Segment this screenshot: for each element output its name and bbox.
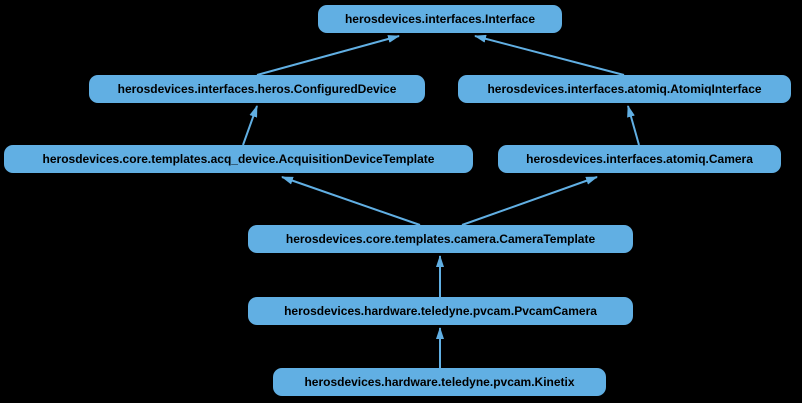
node-acquisition-device-template[interactable]: herosdevices.core.templates.acq_device.A… bbox=[4, 145, 473, 173]
node-atomiq-camera[interactable]: herosdevices.interfaces.atomiq.Camera bbox=[498, 145, 781, 173]
edge-acquisition_device_template-to-configured_device bbox=[242, 105, 258, 146]
node-pvcam-camera[interactable]: herosdevices.hardware.teledyne.pvcam.Pvc… bbox=[248, 297, 633, 325]
edge-camera_template-to-acquisition_device_template bbox=[281, 176, 421, 226]
node-atomiq-interface[interactable]: herosdevices.interfaces.atomiq.AtomiqInt… bbox=[458, 75, 791, 103]
edge-configured_device-to-interface bbox=[256, 35, 400, 76]
node-interface[interactable]: herosdevices.interfaces.Interface bbox=[318, 5, 562, 33]
node-camera-template[interactable]: herosdevices.core.templates.camera.Camer… bbox=[248, 225, 633, 253]
edge-atomiq_camera-to-atomiq_interface bbox=[627, 105, 640, 146]
edge-atomiq_interface-to-interface bbox=[474, 34, 625, 76]
node-kinetix[interactable]: herosdevices.hardware.teledyne.pvcam.Kin… bbox=[273, 368, 606, 396]
edge-camera_template-to-atomiq_camera bbox=[461, 176, 598, 226]
node-configured-device[interactable]: herosdevices.interfaces.heros.Configured… bbox=[89, 75, 425, 103]
